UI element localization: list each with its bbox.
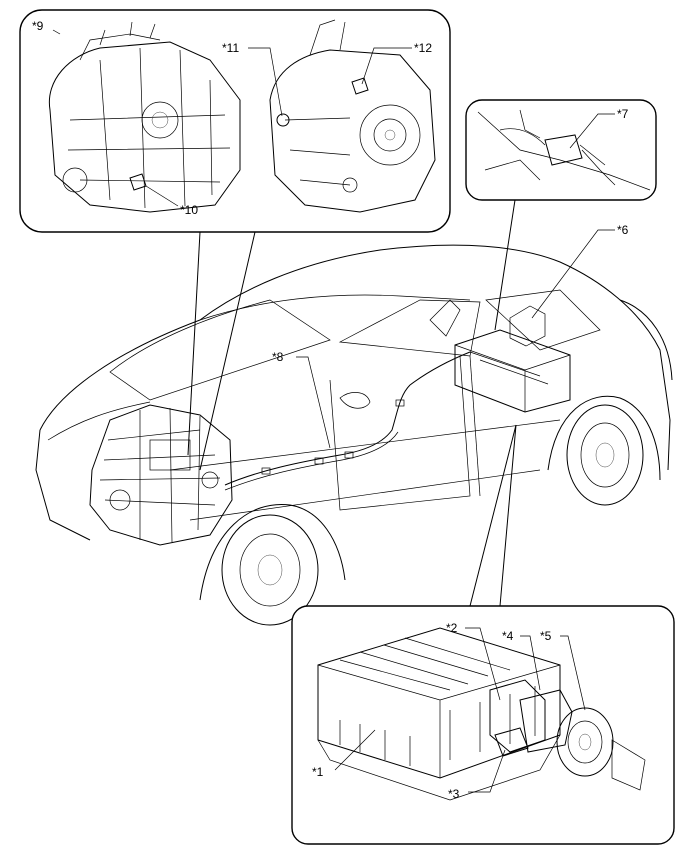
leader-lines	[52, 29, 615, 793]
callout-6: *6	[617, 223, 629, 237]
callout-5: *5	[540, 629, 552, 643]
inset-transaxle-detail	[19, 9, 451, 233]
vehicle-illustration	[35, 244, 673, 626]
transaxle-view-right	[269, 19, 436, 213]
inset-connector-detail	[465, 99, 657, 201]
callout-3: *3	[448, 787, 460, 801]
callout-10: *10	[180, 203, 198, 217]
inset-hv-battery-detail	[291, 605, 675, 845]
callout-1: *1	[312, 765, 324, 779]
callout-12: *12	[414, 41, 432, 55]
callout-9: *9	[32, 19, 44, 33]
callout-7: *7	[617, 107, 629, 121]
power-cable	[224, 351, 471, 491]
transaxle-view-left	[48, 21, 241, 213]
callout-8: *8	[272, 350, 284, 364]
hv-battery-in-vehicle	[429, 299, 571, 413]
engine-transaxle-assembly	[89, 404, 233, 546]
callout-labels: *9 *10 *11 *12 *7 *6 *8 *2 *4 *5 *1 *3	[32, 19, 629, 801]
callout-4: *4	[502, 629, 514, 643]
callout-2: *2	[446, 621, 458, 635]
callout-11: *11	[222, 41, 239, 55]
